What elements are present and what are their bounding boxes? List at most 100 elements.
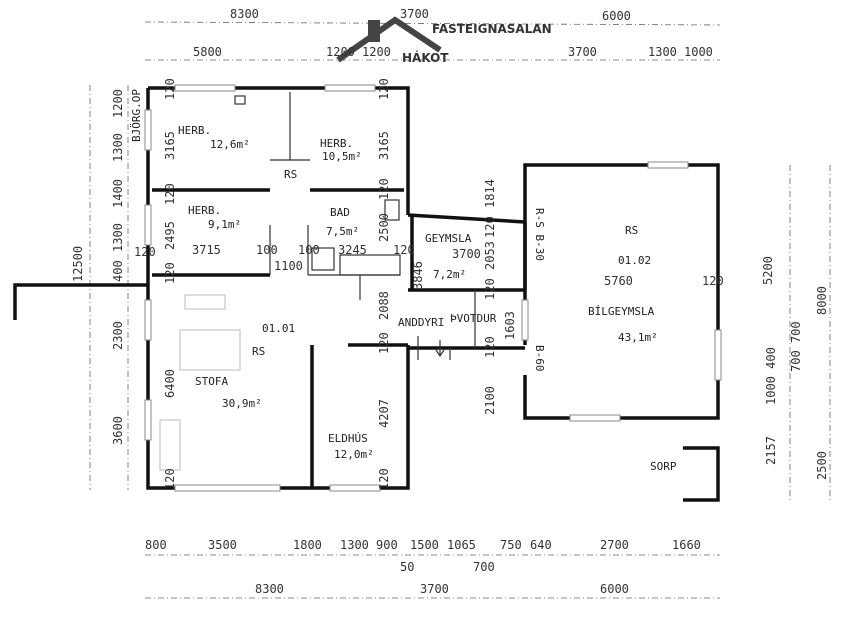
dim-label: 5200 — [761, 256, 775, 285]
hakot-logo: FASTEIGNASALAN HÁKOT — [336, 16, 552, 65]
room-herb-3-name: HERB. — [188, 204, 221, 217]
dim-label: 100 — [256, 243, 278, 257]
right-dimensions: 5200 8000 700 700 1000 400 2157 2500 — [761, 256, 829, 480]
dim-label: 3165 — [163, 131, 177, 160]
dim-label: 2053 — [483, 241, 497, 270]
room-labels: HERB. 12,6m² HERB. 10,5m² RS HERB. 9,1m²… — [178, 124, 677, 473]
room-sorp-name: SORP — [650, 460, 677, 473]
room-eldhus-area: 12,0m² — [334, 448, 374, 461]
bjorgop-label: BJÖRG.OP — [130, 89, 143, 142]
room-stofa-area: 30,9m² — [222, 397, 262, 410]
dim-label: 2157 — [764, 436, 778, 465]
unit-code: 01.01 — [262, 322, 295, 335]
room-herb-2-area: 10,5m² — [322, 150, 362, 163]
left-dimensions: 12500 1200 1300 1400 1300 400 2300 3600 … — [71, 89, 143, 445]
dim-label: 1300 — [340, 538, 369, 552]
dim-label: 400 — [111, 260, 125, 282]
dim-label: 800 — [145, 538, 167, 552]
dim-label: 1800 — [293, 538, 322, 552]
dim-label: 120 — [483, 336, 497, 358]
room-bad-name: BAD — [330, 206, 350, 219]
fixtures — [159, 95, 401, 471]
dim-label: 750 — [500, 538, 522, 552]
inner-dimensions: 3165 3165 120 120 120 2495 120 120 6400 … — [134, 78, 724, 490]
room-herb-1-area: 12,6m² — [210, 138, 250, 151]
dim-label: 1065 — [447, 538, 476, 552]
room-anddyri-name: ANDDYRI — [398, 316, 444, 329]
dim-label: 1200 — [362, 45, 391, 59]
dim-label: 120 — [483, 278, 497, 300]
logo-tagline: FASTEIGNASALAN — [432, 22, 552, 36]
dim-label: 3500 — [208, 538, 237, 552]
dim-label: 120 — [377, 178, 391, 200]
dim-label: 120 — [377, 468, 391, 490]
dim-label: 120 — [163, 78, 177, 100]
dim-label: 120 — [163, 183, 177, 205]
windows — [144, 84, 722, 492]
dim-label: 6400 — [163, 369, 177, 398]
dim-label: 1300 — [111, 133, 125, 162]
dim-label: 3165 — [377, 131, 391, 160]
dim-label: 2088 — [377, 291, 391, 320]
top-dimensions: 8300 3700 6000 5800 1200 1200 3700 1300 … — [193, 7, 713, 59]
fire-rating-label: R-S B-30 — [533, 208, 546, 261]
room-stofa-name: STOFA — [195, 375, 228, 388]
dim-label: 12500 — [71, 246, 85, 282]
dim-label: 1300 — [111, 223, 125, 252]
dim-label: 3245 — [338, 243, 367, 257]
room-eldhus-name: ELDHÚS — [328, 432, 368, 445]
room-thvottur-name: ÞVOTDUR — [450, 312, 497, 325]
dim-label: 100 — [298, 243, 320, 257]
rs-label: RS — [625, 224, 638, 237]
fire-rating-label: B-60 — [533, 345, 546, 372]
dim-label: 700 700 — [789, 321, 803, 372]
dim-label: 6000 — [602, 9, 631, 23]
dim-label: 120 — [163, 468, 177, 490]
dim-label: 2300 — [111, 321, 125, 350]
dim-label: 6000 — [600, 582, 629, 596]
dim-label: 3846 — [411, 261, 425, 290]
dim-label: 1100 — [274, 259, 303, 273]
logo-name: HÁKOT — [402, 50, 449, 65]
dim-label: 4207 — [377, 399, 391, 428]
dim-label: 8000 — [815, 286, 829, 315]
dim-label: 1200 — [111, 89, 125, 118]
dim-label: 1400 — [111, 179, 125, 208]
room-herb-2-name: HERB. — [320, 137, 353, 150]
dim-label: 1000 400 — [764, 347, 778, 405]
dim-label: 8300 — [255, 582, 284, 596]
rs-label: RS — [252, 345, 265, 358]
room-herb-3-area: 9,1m² — [208, 218, 241, 231]
dim-label: 2500 — [377, 213, 391, 242]
dim-label: 120 — [134, 245, 156, 259]
dim-label: 2500 — [815, 451, 829, 480]
dim-label: 1300 — [648, 45, 677, 59]
dim-label: 1603 — [503, 311, 517, 340]
dim-label: 640 — [530, 538, 552, 552]
dim-label: 5800 — [193, 45, 222, 59]
dim-label: 120 — [393, 243, 415, 257]
dim-label: 1000 — [684, 45, 713, 59]
dim-label: 50 — [400, 560, 414, 574]
dim-label: 1200 — [326, 45, 355, 59]
room-bilgeymsla-area: 43,1m² — [618, 331, 658, 344]
room-bilgeymsla-name: BÍLGEYMSLA — [588, 305, 655, 318]
dim-label: 1500 — [410, 538, 439, 552]
dim-label: 3700 — [568, 45, 597, 59]
dim-label: 120 — [377, 332, 391, 354]
dim-label: 3715 — [192, 243, 221, 257]
dim-label: 3600 — [111, 416, 125, 445]
dim-label: 120 — [483, 216, 497, 238]
dim-label: 120 — [702, 274, 724, 288]
dim-label: 1660 — [672, 538, 701, 552]
dim-label: 1814 — [483, 179, 497, 208]
room-geymsla-area: 7,2m² — [433, 268, 466, 281]
dim-label: 700 — [473, 560, 495, 574]
dim-label: 120 — [163, 262, 177, 284]
dim-label: 2700 — [600, 538, 629, 552]
bottom-dimensions: 800 3500 1800 1300 900 1500 1065 750 640… — [145, 538, 701, 596]
dim-label: 5760 — [604, 274, 633, 288]
rs-label: RS — [284, 168, 297, 181]
dim-label: 2100 — [483, 386, 497, 415]
